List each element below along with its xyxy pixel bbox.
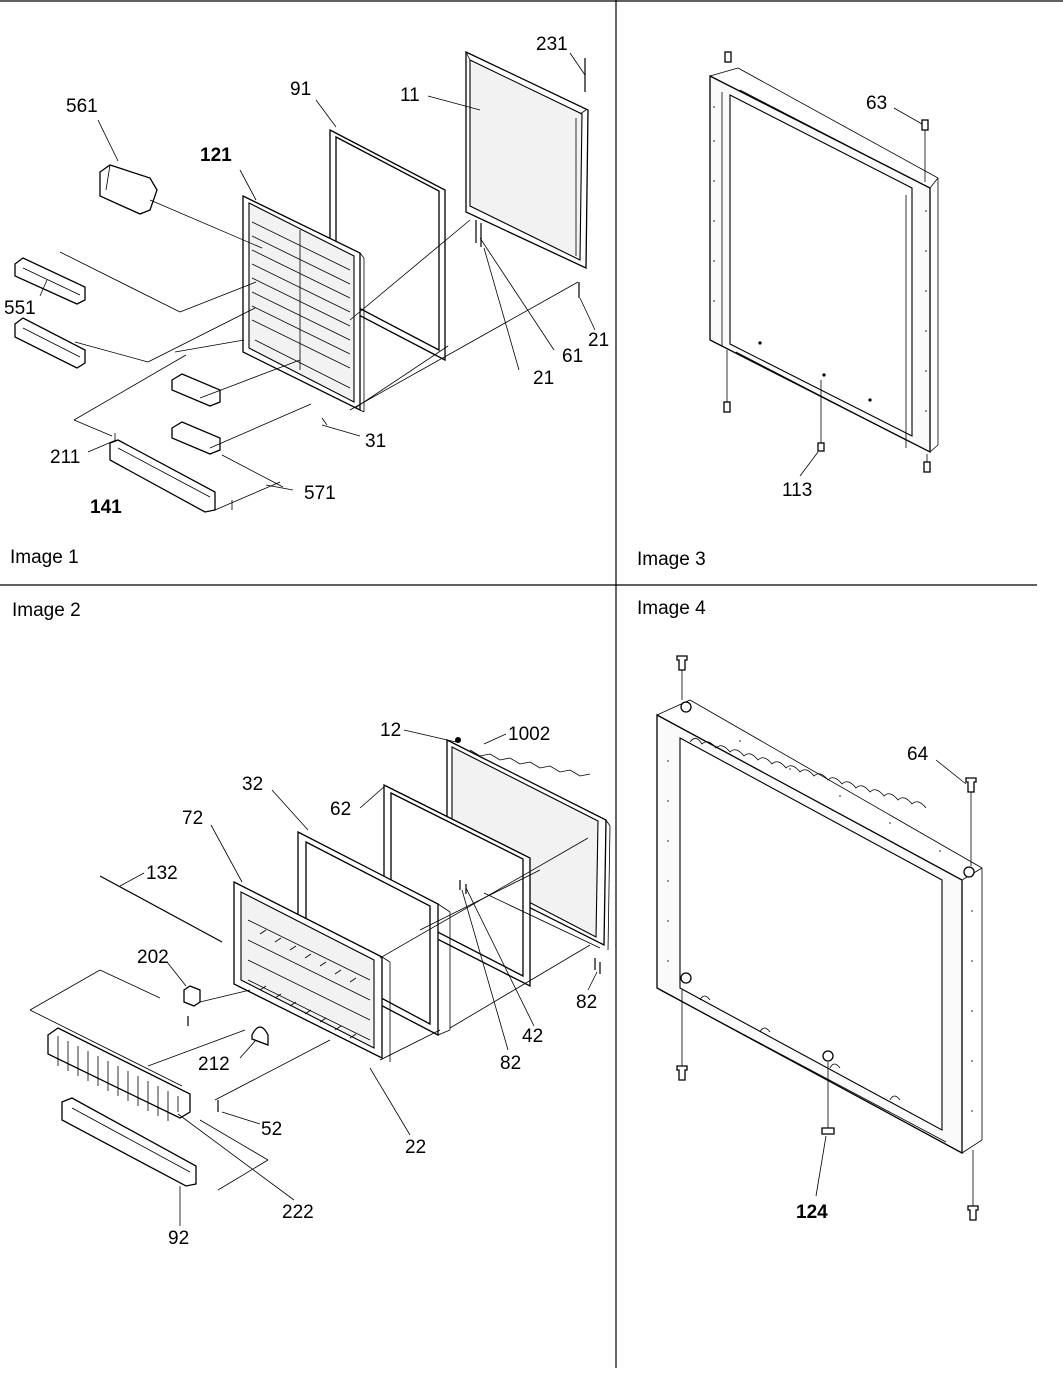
callout: 121: [200, 145, 232, 166]
callout: 91: [290, 79, 311, 100]
callout: 141: [90, 497, 122, 518]
callout: 561: [66, 96, 98, 117]
callout: 231: [536, 34, 568, 55]
callout: 32: [242, 774, 263, 795]
callout-leaders-image-1: [39, 52, 596, 491]
callout-leaders-image-2: [119, 729, 598, 1226]
inner-door-liner: [242, 194, 365, 413]
drawer-basket: [47, 1027, 191, 1121]
callout: 1002: [508, 724, 550, 745]
drawer-handle: [61, 1097, 197, 1187]
clip-202: [183, 985, 201, 1007]
drawer-frame: [656, 699, 983, 1155]
callout: 113: [782, 480, 812, 501]
callout: 62: [330, 799, 351, 820]
small-door-bins: [171, 373, 221, 455]
callout: 21: [588, 330, 609, 351]
callout: 42: [522, 1026, 543, 1047]
callout: 202: [137, 947, 169, 968]
panel-caption: Image 1: [10, 547, 79, 568]
assembly-guide-lines: [59, 199, 579, 511]
callout: 132: [146, 863, 178, 884]
drawer-front-panel: [446, 738, 611, 951]
callout: 11: [400, 85, 420, 106]
callout: 82: [576, 992, 597, 1013]
assembly-guide-lines-2: [29, 837, 601, 1191]
callout: 211: [50, 447, 80, 468]
callout: 92: [168, 1228, 189, 1249]
panel-image-4: 64 124 Image 4: [637, 598, 983, 1223]
callout: 551: [4, 298, 36, 319]
panel-image-2: 12 1002 32 62 72 132 202 82 42 82 212 52…: [12, 600, 611, 1249]
callout: 31: [365, 431, 386, 452]
panel-caption: Image 4: [637, 598, 706, 619]
panel-image-1: 561 121 91 11 231 551 21 61 21 211 31 57…: [4, 34, 609, 568]
drawer-gasket: [383, 783, 531, 988]
frame-fasteners-4: [676, 655, 979, 1221]
callout: 52: [261, 1119, 282, 1140]
door-shelves: [14, 257, 86, 369]
callout: 72: [182, 808, 203, 829]
drawer-inner-frame: [233, 880, 391, 1062]
callout: 82: [500, 1053, 521, 1074]
callout: 61: [562, 346, 583, 367]
panel-caption: Image 3: [637, 549, 706, 570]
callout: 571: [304, 483, 336, 504]
callout: 21: [533, 368, 554, 389]
dairy-compartment-cover: [99, 164, 158, 215]
outer-door-panel: [465, 50, 589, 270]
drawer-rod: [99, 875, 223, 943]
callout: 22: [405, 1137, 426, 1158]
callout: 222: [282, 1202, 314, 1223]
panel-caption: Image 2: [12, 600, 81, 621]
door-frame: [709, 67, 939, 454]
callout: 12: [380, 720, 401, 741]
callout: 64: [907, 744, 929, 765]
callout: 63: [866, 93, 887, 114]
panel-image-3: 63 113 Image 3: [637, 51, 939, 570]
callout: 124: [796, 1202, 828, 1223]
callout: 212: [198, 1054, 230, 1075]
frame-fasteners: [723, 51, 931, 473]
